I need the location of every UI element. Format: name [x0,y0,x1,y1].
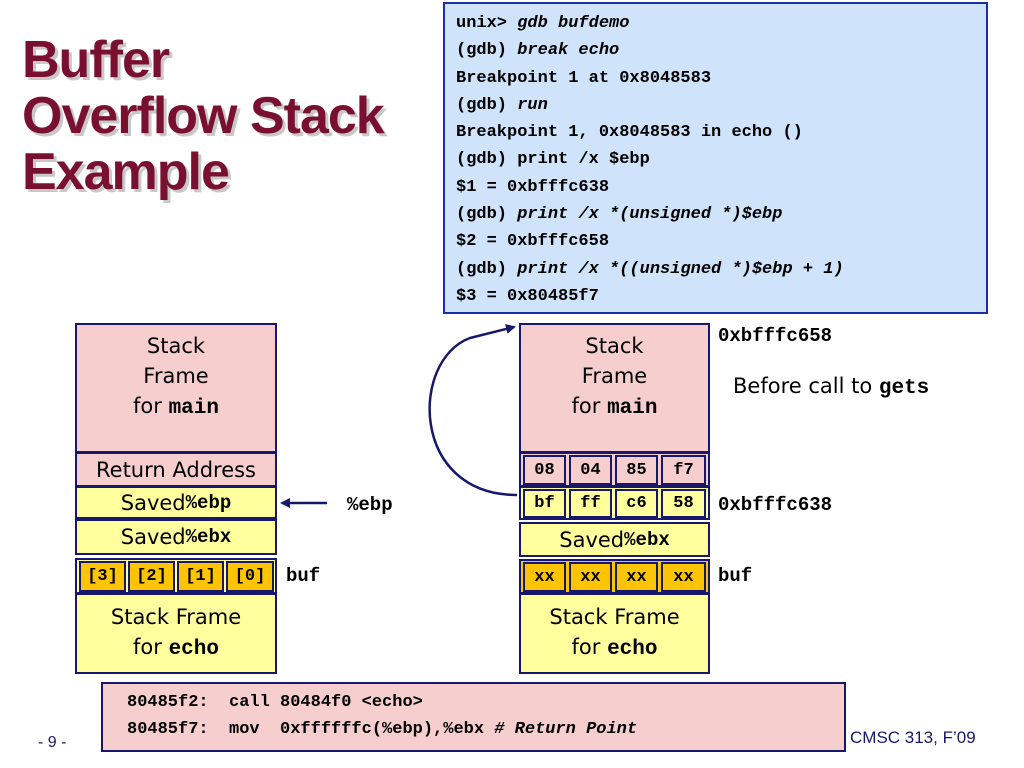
ebp-byte-cell: ff [569,489,612,518]
frame-label-line: Stack Frame [110,605,242,629]
left-main-frame: Stack Frame for main [75,323,277,453]
left-saved-ebx: Saved %ebx [75,519,277,555]
gdb-text: (gdb) [456,205,518,225]
disasm-line-1: 80485f2: call 80484f0 <echo> [127,693,423,712]
frame-label-line: Stack [585,334,644,358]
course-label: CMSC 313, F’09 [850,728,976,747]
return-byte-cell: 08 [523,455,566,485]
gdb-command: print /x *((unsigned *)$ebp + 1) [517,259,844,279]
left-buf-cell: [0] [226,561,274,592]
frame-label-code: echo [607,638,658,661]
frame-label-line: for echo [572,632,658,665]
gdb-session-box: unix> gdb bufdemo (gdb) break echo Break… [443,2,988,314]
frame-label-line: Frame [581,364,648,388]
left-saved-ebp: Saved %ebp [75,486,277,519]
before-call-caption: Before call to gets [733,374,929,400]
gdb-line: Breakpoint 1, 0x8048583 in echo () [456,119,976,146]
saved-ebp-code: %ebp [185,491,232,514]
frame-label-line: for main [133,391,219,424]
left-buf-cell: [3] [79,561,126,592]
ebp-byte-cell: bf [523,489,566,518]
frame-label-prefix: for [571,394,608,418]
left-buf-cell: [1] [177,561,224,592]
frame-label-prefix: for [133,394,169,418]
title-line-3: Example [22,143,230,201]
gdb-line: $2 = 0xbfffc658 [456,228,976,255]
return-byte-cell: f7 [661,455,706,485]
frame-label-line: for echo [133,632,219,665]
gdb-text: Breakpoint 1 at 0x8048583 [456,68,712,88]
saved-ebp-link-arrow [428,324,518,497]
gdb-line: (gdb) print /x $ebp [456,146,976,173]
title-line-1: Buffer [22,31,170,89]
return-byte-cell: 85 [615,455,658,485]
left-buf-label: buf [286,565,321,587]
left-return-address: Return Address [75,452,277,487]
disasm-line-2: 80485f7: mov 0xffffffc(%ebp),%ebx # Retu… [127,716,844,743]
slide-title: Buffer Overflow Stack Example [22,32,442,200]
caption-code: gets [878,377,930,400]
saved-ebp-prefix: Saved [120,490,186,515]
gdb-line: $3 = 0x80485f7 [456,283,976,310]
frame-label-line: Stack Frame [549,605,680,629]
buf-byte-cell: xx [523,562,566,592]
gdb-text: (gdb) print /x $ebp [456,150,650,170]
gdb-text: Breakpoint 1, 0x8048583 in echo () [456,123,803,143]
disasm-comment: # Return Point [494,720,638,739]
saved-ebx-prefix: Saved [120,525,186,549]
frame-label-line: Stack [146,334,206,358]
caption-text: Before call to [733,374,879,398]
left-buf-cell: [2] [128,561,175,592]
buf-byte-cell: xx [661,562,706,592]
gdb-line: (gdb) run [456,92,976,119]
gdb-line: (gdb) break echo [456,37,976,64]
saved-ebx-code: %ebx [185,526,232,548]
ebp-pointer-label: %ebp [347,494,393,516]
left-echo-frame: Stack Frame for echo [75,593,277,674]
gdb-command: run [517,95,548,115]
gdb-text: (gdb) [456,95,518,115]
gdb-text: (gdb) [456,259,518,279]
gdb-text: (gdb) [456,41,518,61]
frame-label-code: main [168,397,219,420]
disassembly-box: 80485f2: call 80484f0 <echo> 80485f7: mov… [101,682,846,752]
saved-ebx-prefix: Saved [559,527,625,552]
gdb-command: print /x *(unsigned *)$ebp [517,205,783,225]
right-main-frame: Stack Frame for main [519,323,710,453]
buf-byte-cell: xx [615,562,658,592]
gdb-command: gdb bufdemo [517,14,630,33]
gdb-line: Breakpoint 1 at 0x8048583 [456,65,976,92]
disasm-code: 80485f7: mov 0xffffffc(%ebp),%ebx [127,720,495,739]
saved-ebx-code: %ebx [624,528,670,551]
frame-label-line: for main [572,391,658,424]
frame-label-prefix: for [133,635,169,659]
gdb-line: (gdb) print /x *((unsigned *)$ebp + 1) [456,256,976,283]
gdb-line: unix> gdb bufdemo [456,10,976,37]
ebp-byte-cell: 58 [661,489,706,518]
gdb-text: $1 = 0xbfffc638 [456,177,610,197]
frame-label-code: main [607,397,658,420]
gdb-text: unix> [456,14,518,33]
return-address-label: Return Address [96,457,256,482]
gdb-command: break echo [517,41,620,61]
buf-byte-cell: xx [569,562,612,592]
gdb-text: $2 = 0xbfffc658 [456,232,610,252]
gdb-line: (gdb) print /x *(unsigned *)$ebp [456,201,976,228]
right-echo-frame: Stack Frame for echo [519,593,710,674]
title-line-2: Overflow Stack [22,87,385,145]
frame-label-prefix: for [571,635,608,659]
page-number: - 9 - [38,734,67,751]
right-buf-label: buf [718,565,753,587]
gdb-line: $1 = 0xbfffc638 [456,174,976,201]
gdb-text: $3 = 0x80485f7 [456,286,599,306]
right-saved-ebx: Saved %ebx [519,522,710,557]
return-byte-cell: 04 [569,455,612,485]
address-ebp-label: 0xbfffc638 [718,494,833,516]
frame-label-code: echo [168,638,219,661]
ebp-byte-cell: c6 [615,489,658,518]
address-top-label: 0xbfffc658 [718,325,833,347]
frame-label-line: Frame [143,364,209,388]
